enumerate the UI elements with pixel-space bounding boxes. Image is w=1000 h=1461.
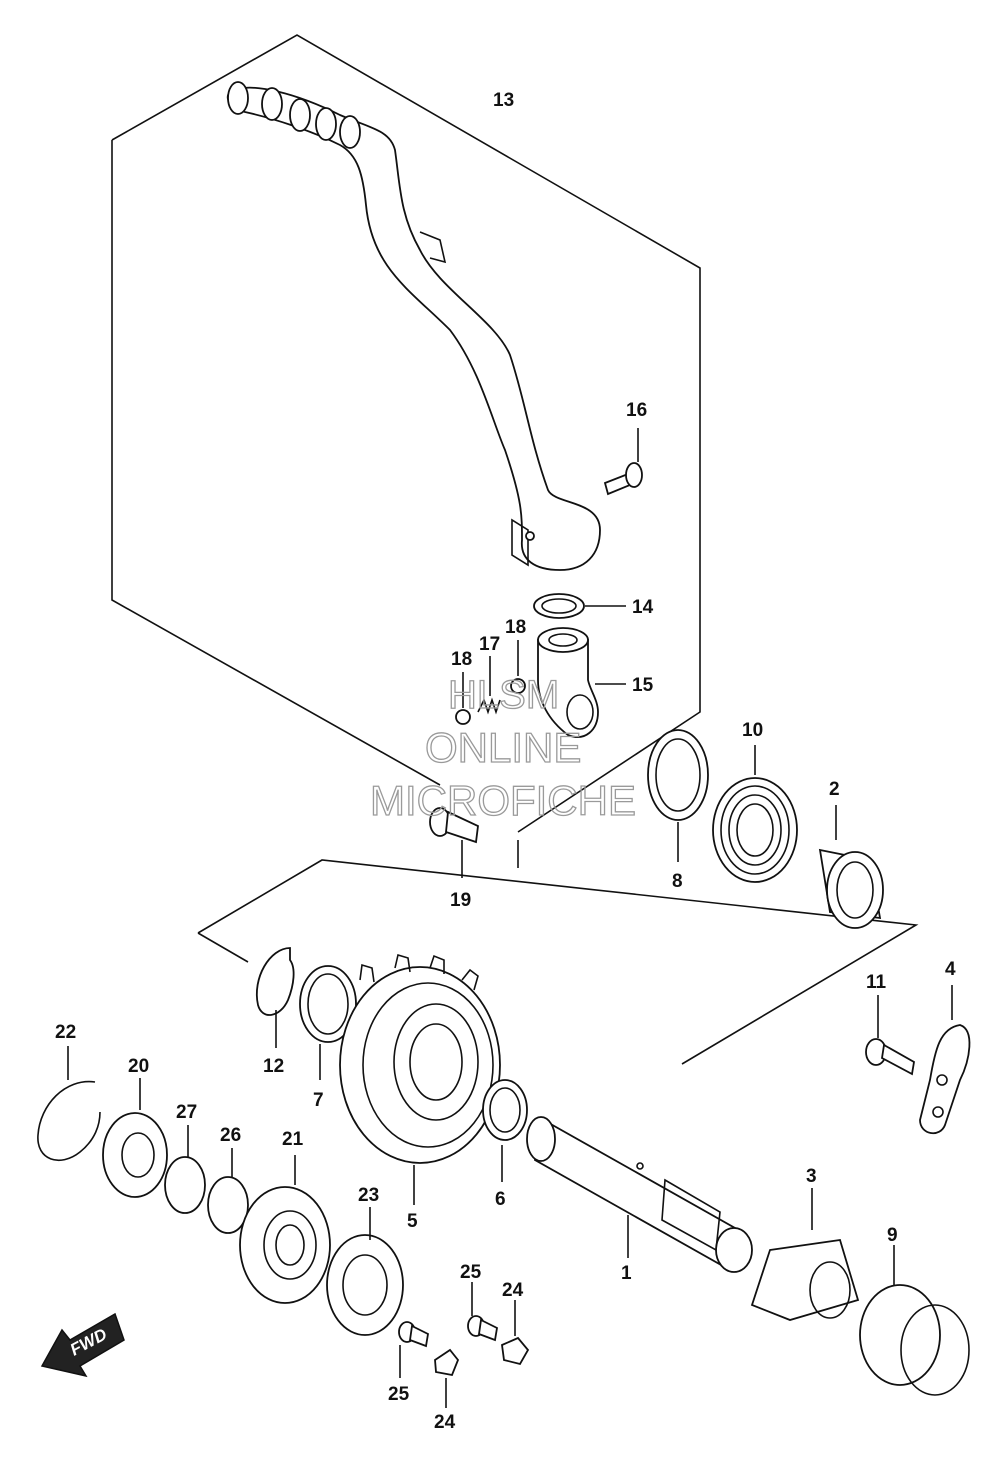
label-part-3: 3 [806,1166,817,1187]
bearing-screw[interactable] [467,1315,498,1342]
kick-ratchet[interactable] [750,1238,860,1321]
label-part-21: 21 [282,1129,304,1150]
snap-ring[interactable] [37,1080,101,1162]
label-part-16: 16 [626,400,647,421]
label-part-20: 20 [128,1056,149,1077]
lever-bolt[interactable] [603,462,643,496]
stopper-plate[interactable] [919,1024,971,1134]
bearing-screw[interactable] [398,1321,429,1348]
kick-lever[interactable] [226,81,601,571]
watermark: HLSM ONLINE MICROFICHE [369,672,636,824]
label-part-6: 6 [495,1189,506,1210]
ratchet-spring[interactable] [859,1284,970,1396]
washer[interactable] [533,593,585,619]
svg-text:MICROFICHE: MICROFICHE [370,777,636,824]
label-part-23: 23 [358,1185,379,1206]
kick-starter-shaft[interactable] [526,1116,753,1273]
detent-ball[interactable] [510,678,526,694]
svg-text:HLSM: HLSM [448,673,559,717]
kick-lever-joint[interactable] [537,627,599,738]
gear-washer[interactable] [482,1079,528,1141]
label-part-14: 14 [632,597,654,618]
label-part-11: 11 [866,972,887,993]
label-part-24: 24 [434,1412,456,1433]
label-part-4: 4 [945,959,956,980]
label-part-2: 2 [829,779,840,800]
idle-gear-circlip[interactable] [164,1156,206,1214]
lower-group-outline [197,859,919,1065]
label-part-7: 7 [313,1090,324,1111]
label-part-17: 17 [479,634,500,655]
upper-group-outline [111,34,701,833]
label-part-13: 13 [493,90,514,111]
kick-drive-gear[interactable] [339,953,501,1164]
label-part-5: 5 [407,1211,418,1232]
idle-gear-washer[interactable] [207,1176,249,1234]
label-part-25: 25 [388,1384,410,1405]
label-part-27: 27 [176,1102,197,1123]
label-part-1: 1 [621,1263,632,1284]
label-part-9: 9 [887,1225,898,1246]
label-part-12: 12 [263,1056,284,1077]
circlip[interactable] [255,947,295,1016]
label-part-18: 18 [451,649,472,670]
label-part-26: 26 [220,1125,241,1146]
bearing-retainer[interactable] [501,1336,530,1366]
svg-text:ONLINE: ONLINE [425,724,581,771]
label-part-15: 15 [632,675,654,696]
kick-idle-gear[interactable] [239,1186,331,1304]
thrust-washer[interactable] [299,965,357,1043]
stopper-bolt[interactable] [865,1038,915,1076]
spring-guide[interactable] [818,848,884,929]
lock-washer[interactable] [102,1112,168,1198]
label-part-10: 10 [742,720,763,741]
bearing[interactable] [326,1234,404,1336]
label-part-8: 8 [672,871,683,892]
kick-starter-spring[interactable] [712,777,798,883]
detent-spring[interactable] [477,697,501,715]
label-part-22: 22 [55,1022,76,1043]
label-part-25: 25 [460,1262,482,1283]
bearing-retainer[interactable] [434,1348,460,1377]
oil-seal[interactable] [647,729,709,821]
label-part-18: 18 [505,617,526,638]
label-part-19: 19 [450,890,471,911]
lever-pinch-bolt[interactable] [429,807,479,844]
forward-direction-indicator: FWD [40,1312,125,1378]
label-part-24: 24 [502,1280,524,1301]
detent-ball[interactable] [455,709,471,725]
